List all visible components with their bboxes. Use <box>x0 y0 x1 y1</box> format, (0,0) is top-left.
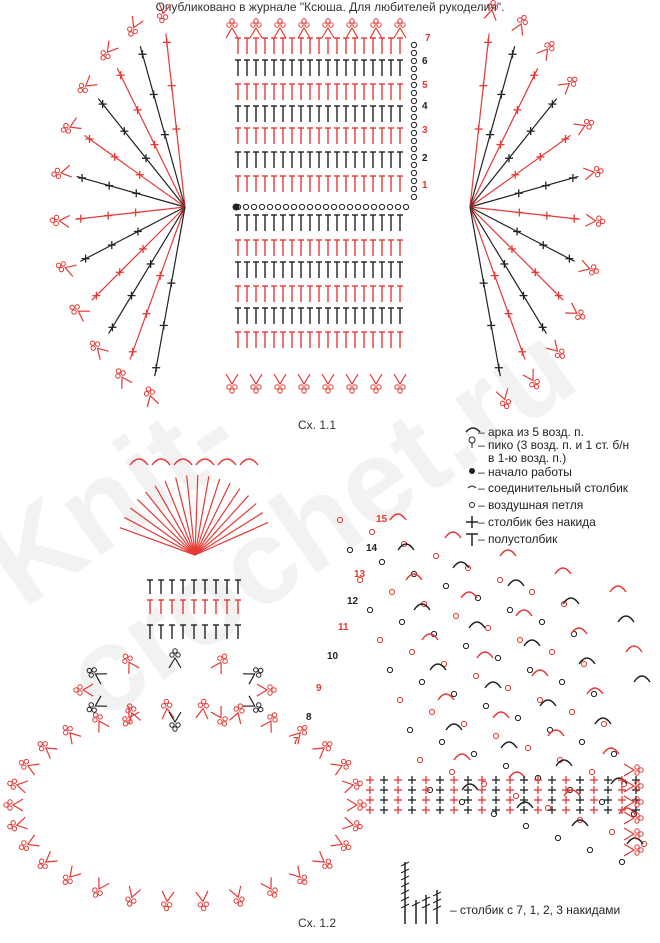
s2-row-8: 8 <box>306 712 312 723</box>
start-dot-icon <box>469 468 475 474</box>
arch-icon <box>465 427 481 433</box>
legend-arch: – арка из 5 возд. п. <box>478 425 584 439</box>
scheme2-oval <box>3 648 367 912</box>
scheme2-fan-wedge <box>336 513 651 866</box>
s2-row-9: 9 <box>316 683 322 694</box>
legend-sc: – столбик без накида <box>478 515 596 529</box>
legend-tall-stitches: – столбик с 7, 1, 2, 3 накидами <box>450 903 621 917</box>
s1-row-1: 1 <box>422 180 428 191</box>
scheme2-caption: Сх. 1.2 <box>298 916 337 930</box>
s2-row-14: 14 <box>366 543 378 554</box>
header-text: Опубликовано в журнале "Ксюша. Для любит… <box>155 0 505 14</box>
s2-row-13: 13 <box>354 569 366 580</box>
scheme1-caption: Сх. 1.1 <box>298 418 337 432</box>
slip-stitch-icon <box>467 485 477 489</box>
legend-picot-1: – пико (3 возд. п. и 1 ст. б/н <box>478 438 630 452</box>
s2-row-12: 12 <box>347 596 359 607</box>
s1-row-6: 6 <box>422 56 428 67</box>
s2-row-15: 15 <box>376 514 388 525</box>
s1-row-2: 2 <box>422 153 428 164</box>
scheme1-picots <box>225 18 407 394</box>
scheme1-side-fans <box>49 0 606 410</box>
legend-hdc: – полустолбик <box>478 532 558 546</box>
legend-picot-2: в 1-ю возд. п.) <box>488 451 567 465</box>
picot-icon <box>468 436 476 444</box>
s2-row-7: 7 <box>293 736 299 747</box>
legend-slip: – соединительный столбик <box>478 481 629 495</box>
s1-row-3: 3 <box>422 125 428 136</box>
s1-row-5: 5 <box>422 80 428 91</box>
legend-chain: – воздушная петля <box>478 498 584 512</box>
legend-symbols <box>400 427 481 924</box>
legend-start: – начало работы <box>478 465 572 479</box>
tall-stitch-icons <box>400 861 442 924</box>
s1-row-4: 4 <box>422 101 428 112</box>
s2-row-10: 10 <box>327 651 339 662</box>
chain-icon <box>469 502 475 508</box>
scheme2-shell-cap <box>119 458 269 639</box>
s1-row-7: 7 <box>425 33 431 44</box>
scheme1-center-block <box>232 37 418 348</box>
s2-row-11: 11 <box>338 622 349 633</box>
